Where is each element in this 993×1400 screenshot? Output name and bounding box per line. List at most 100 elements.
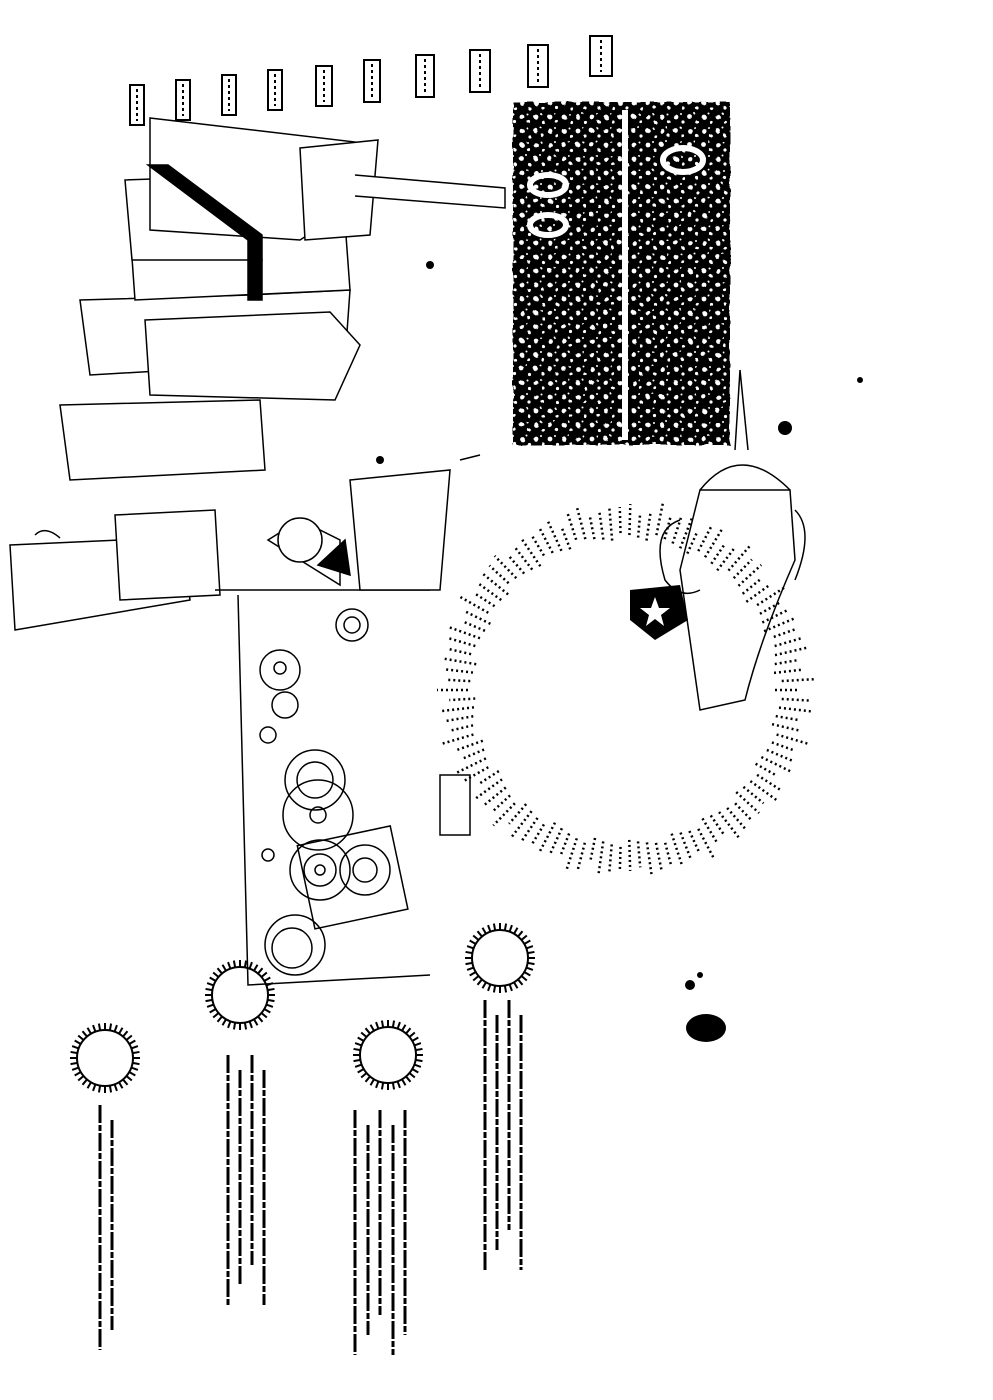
sun-ray — [248, 961, 253, 970]
ring-tick — [462, 620, 486, 632]
sun-ray — [113, 1083, 118, 1092]
sun-circle — [211, 966, 269, 1024]
ring-tick — [732, 558, 753, 579]
sun-ray — [487, 983, 492, 992]
sun-ray — [232, 1022, 237, 1030]
sun-ray — [481, 981, 487, 989]
ring-tick — [703, 527, 724, 558]
ring-tick — [508, 803, 528, 825]
ring-tick — [538, 527, 554, 554]
ring-tick — [493, 555, 518, 579]
ring-tick — [759, 601, 781, 615]
ring-tick — [529, 823, 545, 847]
sun-ray — [396, 1021, 401, 1030]
sun-ray — [248, 1020, 253, 1029]
ring-tick — [519, 817, 539, 844]
sun-ray — [411, 1068, 419, 1074]
ring-tick — [478, 770, 500, 785]
ring-tick — [618, 507, 622, 534]
concentric-circles — [237, 594, 431, 986]
ring-tick — [766, 748, 795, 763]
ring-tick — [476, 581, 502, 602]
ring-tick — [575, 505, 587, 540]
ring-tick — [688, 830, 701, 854]
dotted-ring — [437, 503, 817, 878]
sun-ray — [263, 1008, 271, 1014]
ring-tick — [565, 837, 578, 871]
ring-tick — [756, 586, 785, 607]
ring-tick — [775, 714, 799, 722]
ring-tick — [508, 556, 526, 575]
ring-tick — [741, 578, 761, 595]
sun-ray — [205, 987, 213, 992]
ring-tick — [749, 780, 780, 803]
sun-ray — [260, 1012, 268, 1019]
top-tab-row — [129, 35, 613, 126]
ring-tick — [716, 545, 737, 572]
ring-tick — [697, 828, 715, 859]
ring-tick — [443, 715, 474, 723]
ring-tick — [781, 697, 809, 702]
sun-ray — [369, 1078, 375, 1086]
sun-ray — [265, 982, 274, 987]
ring-tick — [734, 802, 752, 820]
panel-ovals — [527, 110, 706, 440]
ring-tick — [448, 636, 476, 648]
ring-tick — [636, 515, 642, 538]
sun-ray — [132, 1061, 140, 1066]
ring-tick — [781, 677, 817, 683]
ring-tick — [455, 739, 484, 752]
ring-tick — [756, 773, 783, 793]
stacked-slabs — [9, 117, 506, 631]
sun-ray — [466, 945, 475, 950]
sun-ray — [77, 1075, 85, 1082]
tab-rectangle — [221, 74, 237, 116]
ring-tick — [597, 841, 605, 874]
sun-ray — [128, 1039, 136, 1045]
ring-tick — [771, 741, 795, 752]
sun-ray — [263, 976, 271, 982]
sun-ray — [391, 1082, 396, 1090]
sun-ray — [118, 1081, 124, 1089]
ring-tick — [538, 822, 557, 854]
ring-tick — [444, 657, 477, 666]
sun-ray — [415, 1047, 423, 1052]
star-icon — [640, 597, 670, 626]
sun-ray — [401, 1078, 407, 1086]
sun-ray — [206, 982, 215, 987]
sun-ray — [267, 987, 275, 992]
sun-ray — [353, 1058, 361, 1063]
ring-tick — [737, 563, 763, 587]
sun-ray — [527, 961, 535, 966]
ring-tick — [449, 697, 476, 702]
sun-ray — [74, 1039, 82, 1045]
ring-tick — [448, 625, 481, 640]
ink-blots — [376, 261, 863, 1042]
sun-ray — [132, 1050, 140, 1055]
ring-tick — [718, 811, 740, 839]
ring-tick — [761, 609, 788, 624]
sun-circle — [359, 1026, 417, 1084]
sun-ray — [369, 1024, 375, 1032]
sun-ray — [513, 981, 519, 989]
sun-ray — [520, 934, 528, 941]
sun-ray — [517, 930, 524, 938]
sun-ray — [415, 1058, 423, 1063]
sun-ray — [503, 923, 508, 931]
sun-ray — [206, 1003, 215, 1008]
tab-rectangle — [315, 65, 333, 107]
tab-rectangle — [469, 49, 491, 93]
sun-ray — [357, 1036, 365, 1042]
sun-ray — [357, 1068, 365, 1074]
ring-tick — [455, 757, 487, 775]
sun-ray — [232, 960, 237, 968]
sun-ray — [469, 971, 477, 977]
ring-tick — [778, 706, 811, 713]
sun-ray — [527, 950, 535, 955]
tab-rectangle — [175, 79, 191, 121]
sun-ray — [125, 1034, 133, 1041]
sun-ray — [209, 976, 217, 982]
ring-tick — [548, 827, 563, 856]
ring-tick — [560, 526, 572, 550]
sun-ray — [492, 985, 497, 993]
